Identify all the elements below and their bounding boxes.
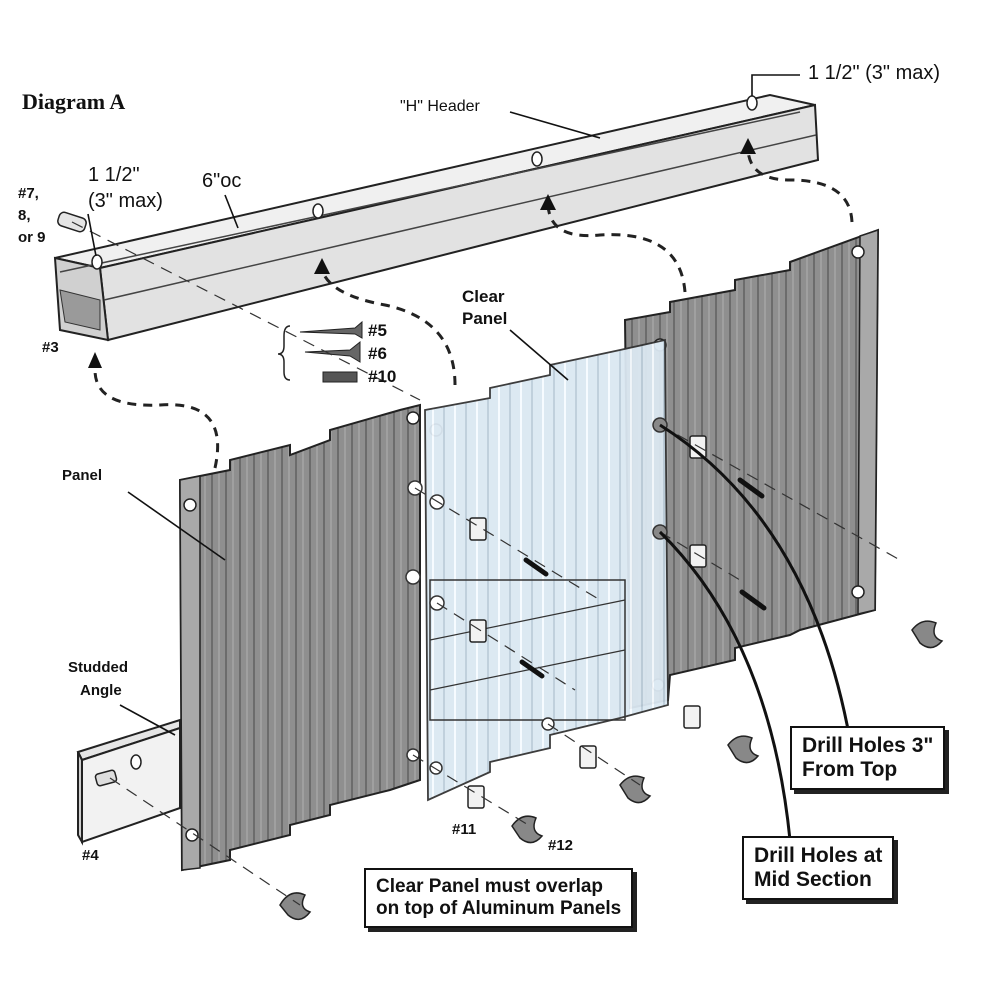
screw-icon <box>322 371 358 383</box>
wing-nut-icon <box>911 620 944 649</box>
callout-overlap-line1: Clear Panel must overlap <box>376 876 604 897</box>
label-bolt-8: 8, <box>18 207 31 224</box>
label-studded-angle-2: Angle <box>80 682 122 699</box>
screw-set <box>277 320 363 383</box>
screw-icon <box>299 320 363 339</box>
label-panel: Panel <box>62 467 103 484</box>
callout-curves <box>658 423 852 841</box>
header-hole <box>312 203 324 219</box>
callout-overlap: Clear Panel must overlap on top of Alumi… <box>364 868 634 928</box>
label-bolt-9: or 9 <box>18 229 46 246</box>
wing-nut-icon <box>279 892 312 921</box>
keyhole-icon <box>185 828 199 842</box>
diagram-title: Diagram A <box>22 89 126 114</box>
stud-bolt-icon <box>94 769 118 787</box>
keyhole-icon <box>851 245 865 259</box>
studded-angle <box>76 718 181 846</box>
label-h-header: "H" Header <box>400 98 480 115</box>
alignment-lines <box>71 221 901 906</box>
label-left-spacing-max: (3" max) <box>88 190 163 212</box>
wing-nut-icon <box>727 735 760 764</box>
panel-bolts <box>519 477 767 679</box>
leader-lines <box>87 74 800 736</box>
h-header <box>53 93 820 342</box>
label-part-3: #3 <box>42 339 59 356</box>
callout-overlap-line2: on top of Aluminum Panels <box>376 897 622 919</box>
keyhole-icon <box>851 585 865 599</box>
label-studded-angle-1: Studded <box>68 659 128 676</box>
callout-drill-top-line1: Drill Holes 3" <box>802 734 934 757</box>
label-top-right-spacing: 1 1/2" (3" max) <box>808 62 941 84</box>
label-part-12: #12 <box>548 837 574 854</box>
keyhole-icon <box>406 411 420 425</box>
header-hole <box>746 95 758 111</box>
callout-drill-mid-line2: Mid Section <box>754 868 872 892</box>
label-part-4: #4 <box>82 847 99 864</box>
keyhole-icon <box>183 498 197 512</box>
label-clear-panel-2: Panel <box>462 309 508 328</box>
label-left-spacing: 1 1/2" <box>88 164 140 186</box>
aluminum-panel-left <box>178 403 443 872</box>
callout-drill-mid: Drill Holes at Mid Section <box>742 836 895 901</box>
label-screw-10: #10 <box>368 367 397 386</box>
label-oc-spacing: 6"oc <box>202 170 242 192</box>
wing-nut-icon <box>511 815 544 844</box>
header-hole <box>531 151 543 167</box>
label-screw-5: #5 <box>368 321 387 340</box>
wing-nut-icon <box>619 775 652 804</box>
guide-arrows <box>93 149 854 469</box>
callout-drill-top: Drill Holes 3" From Top <box>790 726 946 791</box>
header-hole <box>91 254 103 270</box>
label-part-11: #11 <box>452 821 477 838</box>
screw-icon <box>304 340 361 363</box>
aluminum-panel-right <box>623 228 880 710</box>
label-bolt-7: #7, <box>18 185 39 202</box>
arrowheads <box>88 138 756 368</box>
label-clear-panel-1: Clear <box>462 287 505 306</box>
label-screw-6: #6 <box>368 344 387 363</box>
callout-drill-top-line2: From Top <box>802 758 898 782</box>
callout-drill-mid-line1: Drill Holes at <box>754 844 883 867</box>
clear-panel <box>405 338 669 802</box>
